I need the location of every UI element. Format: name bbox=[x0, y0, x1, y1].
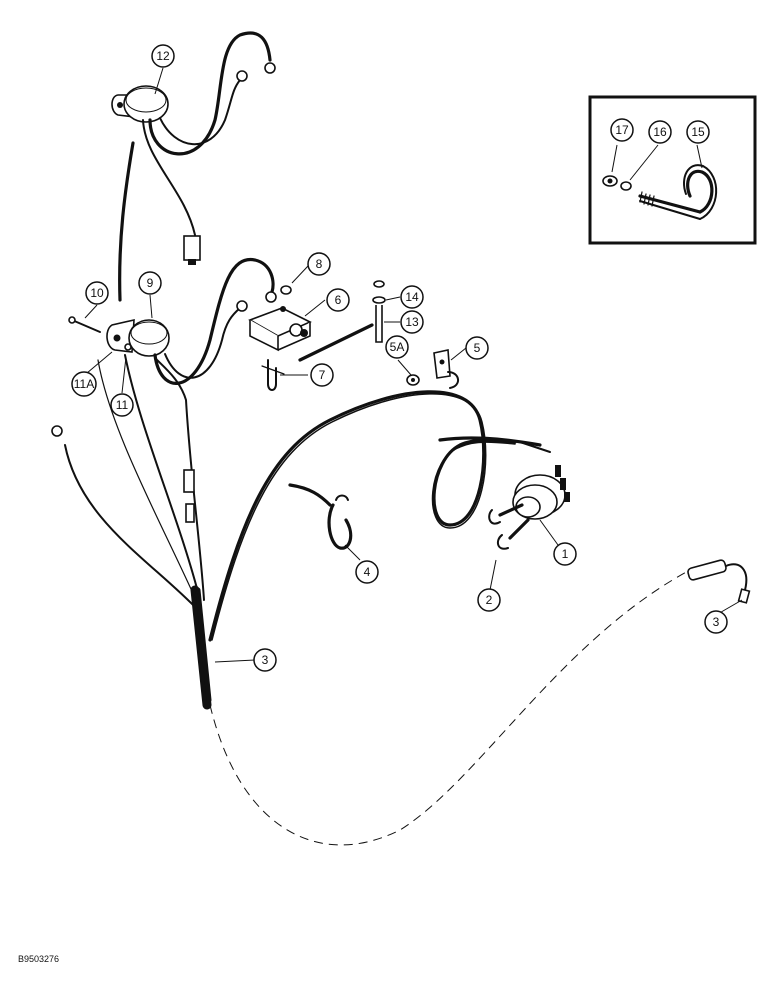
inset-frame bbox=[588, 95, 757, 245]
callout-10: 10 bbox=[85, 281, 109, 305]
bolt-part-13 bbox=[372, 280, 386, 343]
nut-part-8 bbox=[280, 285, 292, 295]
svg-text:17: 17 bbox=[615, 123, 629, 137]
callout-8: 8 bbox=[307, 252, 331, 276]
callout-5: 5 bbox=[465, 336, 489, 360]
callout-13: 13 bbox=[400, 310, 424, 334]
clamp-part-7 bbox=[261, 359, 285, 391]
callout-5a: 5A bbox=[385, 335, 409, 359]
svg-text:14: 14 bbox=[405, 290, 419, 304]
svg-text:4: 4 bbox=[364, 565, 371, 579]
drawing-number: B9503276 bbox=[18, 954, 59, 964]
bolt-part-10 bbox=[68, 316, 101, 333]
callout-12: 12 bbox=[151, 44, 175, 68]
callout-14: 14 bbox=[400, 285, 424, 309]
svg-text:11A: 11A bbox=[74, 377, 94, 391]
sender-part-12 bbox=[111, 31, 276, 302]
nut-part-5a bbox=[406, 374, 420, 386]
svg-text:1: 1 bbox=[562, 547, 569, 561]
callout-16: 16 bbox=[648, 120, 672, 144]
harness-part-3 bbox=[51, 354, 751, 846]
callout-7: 7 bbox=[310, 363, 334, 387]
callout-15: 15 bbox=[686, 120, 710, 144]
key-part-2 bbox=[488, 503, 530, 550]
svg-text:10: 10 bbox=[90, 286, 104, 300]
svg-text:2: 2 bbox=[486, 593, 493, 607]
callout-1: 1 bbox=[553, 542, 577, 566]
svg-text:15: 15 bbox=[691, 125, 705, 139]
svg-text:11: 11 bbox=[116, 398, 129, 412]
nut-part-17 bbox=[602, 175, 618, 187]
svg-text:7: 7 bbox=[319, 368, 326, 382]
callout-11a: 11A bbox=[71, 371, 97, 397]
callout-11: 11 bbox=[110, 393, 134, 417]
clip-part-4 bbox=[288, 483, 353, 550]
svg-text:5: 5 bbox=[474, 341, 481, 355]
inset-detail bbox=[588, 95, 757, 245]
callout-2: 2 bbox=[477, 588, 501, 612]
callout-9: 9 bbox=[138, 271, 162, 295]
svg-text:16: 16 bbox=[653, 125, 667, 139]
ignition-switch-part-1 bbox=[512, 465, 570, 520]
svg-text:13: 13 bbox=[405, 315, 419, 329]
svg-text:3: 3 bbox=[713, 615, 720, 629]
callout-3-harness: 3 bbox=[253, 648, 277, 672]
svg-text:5A: 5A bbox=[390, 340, 405, 354]
bracket-part-5 bbox=[433, 349, 459, 389]
washer-part-16 bbox=[620, 181, 632, 191]
svg-text:9: 9 bbox=[147, 276, 154, 290]
callout-17: 17 bbox=[610, 118, 634, 142]
svg-text:6: 6 bbox=[335, 293, 342, 307]
callout-4: 4 bbox=[355, 560, 379, 584]
switch-part-6 bbox=[248, 306, 312, 352]
svg-text:8: 8 bbox=[316, 257, 323, 271]
u-bolt-part-15 bbox=[638, 164, 718, 220]
callout-6: 6 bbox=[326, 288, 350, 312]
svg-text:3: 3 bbox=[262, 653, 269, 667]
leader-lines bbox=[84, 67, 743, 663]
callout-3-end: 3 bbox=[704, 610, 728, 634]
rod-part bbox=[298, 323, 374, 362]
svg-text:12: 12 bbox=[156, 49, 170, 63]
sender-part-9 bbox=[106, 258, 277, 385]
